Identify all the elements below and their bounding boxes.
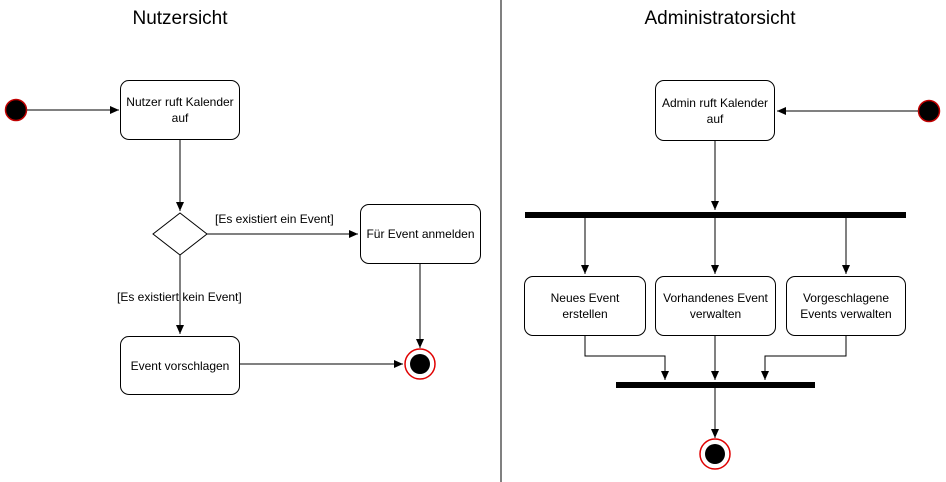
title-admin-view: Administratorsicht <box>644 8 796 29</box>
decision-node <box>152 212 208 256</box>
guard-event-exists: [Es existiert ein Event] <box>215 212 334 226</box>
edge-new-to-join <box>584 336 669 380</box>
action-manage-suggested-events: Vorgeschlagene Events verwalten <box>786 276 906 336</box>
edge-suggested-to-join <box>761 336 847 380</box>
user-initial-node <box>4 98 28 122</box>
admin-initial-node <box>917 99 941 123</box>
title-user-view: Nutzersicht <box>132 8 228 29</box>
action-register-event: Für Event anmelden <box>360 204 481 264</box>
user-final-node <box>404 348 436 380</box>
fork-bar <box>525 212 906 218</box>
action-suggest-event: Event vorschlagen <box>120 336 240 395</box>
action-manage-existing-event: Vorhandenes Event verwalten <box>655 276 776 336</box>
join-bar <box>616 382 815 388</box>
action-user-calls-calendar: Nutzer ruft Kalender auf <box>120 80 240 140</box>
admin-final-node <box>699 438 731 470</box>
guard-no-event: [Es existiert kein Event] <box>117 290 242 304</box>
action-new-event: Neues Event erstellen <box>524 276 646 336</box>
action-admin-calls-calendar: Admin ruft Kalender auf <box>655 80 775 141</box>
